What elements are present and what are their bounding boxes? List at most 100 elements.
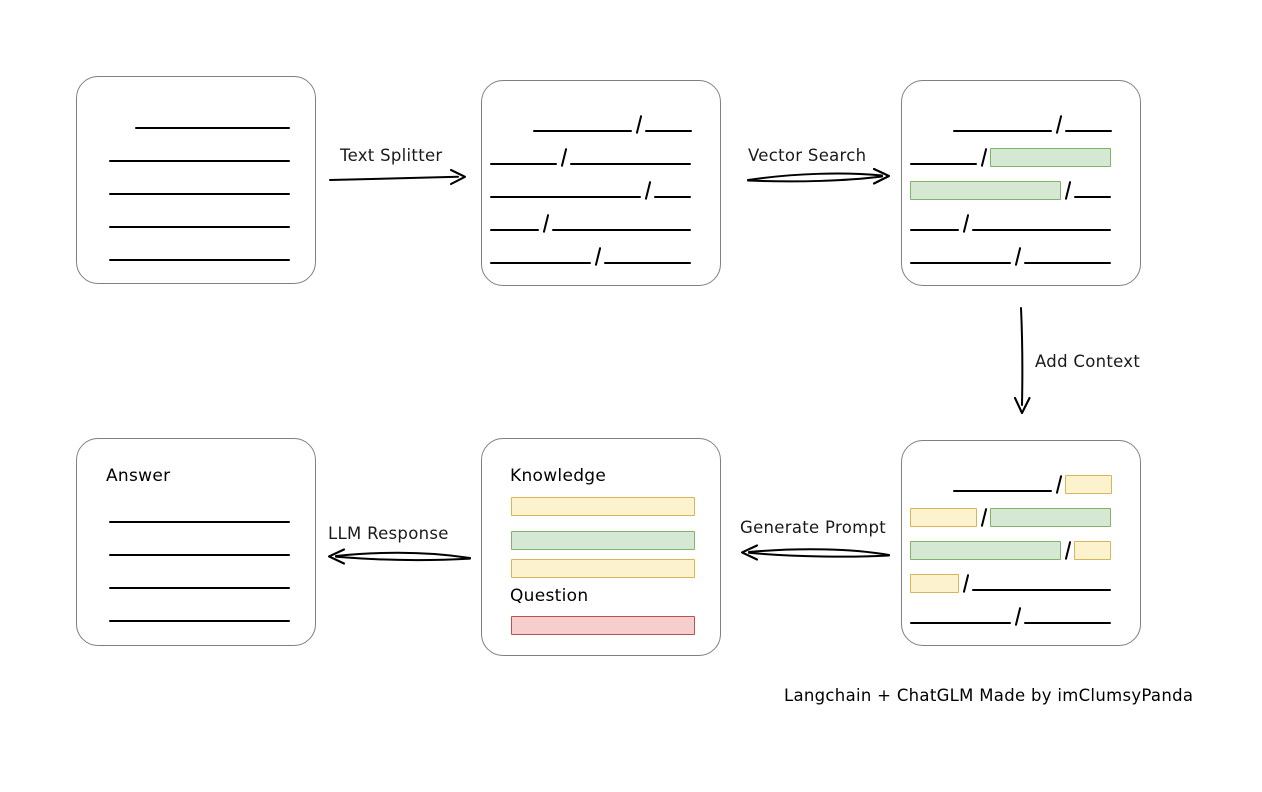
text-segment	[109, 604, 290, 624]
slash-separator	[632, 114, 645, 134]
text-segment	[910, 606, 1011, 626]
slash-separator	[1052, 474, 1065, 494]
chunk-row	[482, 180, 720, 200]
chunk-lines	[902, 441, 1140, 645]
knowledge-label: Knowledge	[510, 466, 607, 486]
context-chunk-highlight	[910, 573, 959, 593]
document-lines	[77, 77, 315, 283]
context-chunk-highlight	[910, 507, 977, 527]
chunk-row	[902, 114, 1140, 134]
answer-lines	[77, 439, 315, 645]
chunk-row	[902, 180, 1140, 200]
question-label: Question	[510, 586, 589, 606]
text-segment	[490, 180, 641, 200]
text-segment	[109, 144, 290, 164]
chunk-row	[902, 540, 1140, 560]
text-segment	[910, 213, 959, 233]
box-split-chunks[interactable]	[481, 80, 721, 286]
edge-label-add-context: Add Context	[1035, 352, 1141, 371]
text-segment	[1065, 114, 1112, 134]
answer-label: Answer	[106, 466, 171, 486]
text-segment	[109, 177, 290, 197]
matched-chunk-highlight	[910, 540, 1061, 560]
text-segment	[570, 147, 691, 167]
chunk-row	[902, 474, 1140, 494]
arrow-add-context	[1013, 307, 1031, 415]
text-segment	[490, 147, 557, 167]
text-segment	[109, 571, 290, 591]
footer-credit: Langchain + ChatGLM Made by imClumsyPand…	[784, 686, 1194, 705]
edge-label-llm-response: LLM Response	[328, 524, 449, 543]
knowledge-bar	[511, 559, 695, 578]
chunk-row	[482, 246, 720, 266]
text-segment	[109, 505, 290, 525]
chunk-row	[902, 246, 1140, 266]
box-source-document[interactable]	[76, 76, 316, 284]
arrow-text-splitter	[329, 168, 467, 186]
text-segment	[910, 246, 1011, 266]
document-row	[77, 243, 315, 263]
arrow-vector-search	[747, 167, 891, 185]
question-bar	[511, 616, 695, 635]
slash-separator	[977, 147, 990, 167]
edge-label-generate-prompt: Generate Prompt	[740, 518, 886, 537]
box-prompt[interactable]: Knowledge Question	[481, 438, 721, 656]
slash-separator	[1061, 180, 1074, 200]
text-segment	[972, 573, 1111, 593]
answer-row	[77, 538, 315, 558]
document-row	[77, 210, 315, 230]
arrow-llm-response	[327, 548, 471, 565]
slash-separator	[557, 147, 570, 167]
text-segment	[1024, 606, 1111, 626]
matched-chunk-highlight	[990, 507, 1111, 527]
text-segment	[953, 114, 1052, 134]
text-segment	[604, 246, 691, 266]
text-segment	[953, 474, 1052, 494]
slash-separator	[1061, 540, 1074, 560]
slash-separator	[1052, 114, 1065, 134]
slash-separator	[1011, 606, 1024, 626]
text-segment	[1024, 246, 1111, 266]
context-chunk-highlight	[1065, 474, 1112, 494]
text-segment	[109, 538, 290, 558]
chunk-row	[902, 606, 1140, 626]
chunk-row	[482, 147, 720, 167]
slash-separator	[1011, 246, 1024, 266]
answer-row	[77, 505, 315, 525]
slash-separator	[959, 213, 972, 233]
text-segment	[972, 213, 1111, 233]
text-segment	[910, 147, 977, 167]
matched-chunk-highlight	[990, 147, 1111, 167]
chunk-lines	[482, 81, 720, 285]
text-segment	[645, 114, 692, 134]
slash-separator	[539, 213, 552, 233]
slash-separator	[977, 507, 990, 527]
slash-separator	[591, 246, 604, 266]
edge-label-vector-search: Vector Search	[748, 146, 867, 165]
chunk-row	[902, 147, 1140, 167]
text-segment	[552, 213, 691, 233]
slash-separator	[641, 180, 654, 200]
chunk-row	[902, 213, 1140, 233]
matched-chunk-highlight	[910, 180, 1061, 200]
text-segment	[109, 243, 290, 263]
slash-separator	[959, 573, 972, 593]
knowledge-bar	[511, 497, 695, 516]
document-row	[77, 144, 315, 164]
knowledge-bar	[511, 531, 695, 550]
document-row	[77, 177, 315, 197]
edge-label-text-splitter: Text Splitter	[340, 146, 443, 165]
chunk-lines	[902, 81, 1140, 285]
answer-row	[77, 604, 315, 624]
answer-row	[77, 571, 315, 591]
box-context-chunks[interactable]	[901, 440, 1141, 646]
text-segment	[109, 210, 290, 230]
box-matched-chunks[interactable]	[901, 80, 1141, 286]
chunk-row	[482, 213, 720, 233]
text-segment	[533, 114, 632, 134]
text-segment	[490, 246, 591, 266]
text-segment	[490, 213, 539, 233]
box-answer[interactable]: Answer	[76, 438, 316, 646]
chunk-row	[482, 114, 720, 134]
